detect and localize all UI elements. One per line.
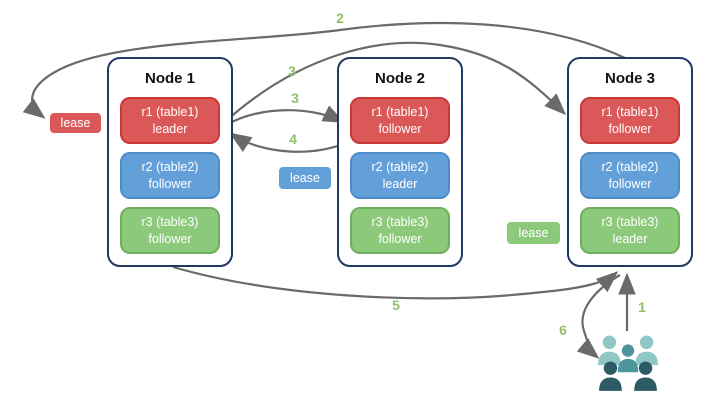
step-label-1: 1 xyxy=(638,299,646,315)
replica-name: r1 (table1) xyxy=(371,105,429,120)
step-label-3a: 3 xyxy=(288,63,296,79)
node2-replica-r2: r2 (table2) leader xyxy=(350,152,450,199)
node-1-title: Node 1 xyxy=(144,70,195,87)
replica-role: follower xyxy=(378,121,422,136)
replica-role: leader xyxy=(612,231,648,246)
lease-chip-r1: lease xyxy=(48,111,103,135)
replica-role: follower xyxy=(608,121,652,136)
replica-role: follower xyxy=(148,176,192,191)
node3-replica-r1: r1 (table1) follower xyxy=(580,97,680,144)
step-label-5: 5 xyxy=(392,297,400,313)
replica-role: follower xyxy=(608,176,652,191)
arrow-step5-node1-to-node3 xyxy=(172,265,619,300)
step-label-6: 6 xyxy=(559,322,567,338)
replica-role: follower xyxy=(148,231,192,246)
node-2: Node 2 r1 (table1) follower r2 (table2) … xyxy=(337,57,463,267)
node2-replica-r1: r1 (table1) follower xyxy=(350,97,450,144)
step-label-2: 2 xyxy=(336,10,344,26)
users-group-icon xyxy=(598,335,658,391)
replica-name: r3 (table3) xyxy=(141,215,199,230)
replica-role: leader xyxy=(382,176,418,191)
arrow-step3-node1-to-node2 xyxy=(225,105,345,126)
node-2-title: Node 2 xyxy=(374,70,425,87)
replica-name: r1 (table1) xyxy=(141,105,199,120)
replica-role: leader xyxy=(152,121,188,136)
node1-replica-r1: r1 (table1) leader xyxy=(120,97,220,144)
node3-replica-r2: r2 (table2) follower xyxy=(580,152,680,199)
lease-chip-r2: lease xyxy=(277,165,333,191)
replica-name: r2 (table2) xyxy=(601,160,659,175)
lease-chip-r3: lease xyxy=(505,220,562,246)
replica-name: r2 (table2) xyxy=(141,160,199,175)
node1-replica-r3: r3 (table3) follower xyxy=(120,207,220,254)
replica-name: r2 (table2) xyxy=(371,160,429,175)
step-label-3b: 3 xyxy=(291,90,299,106)
replica-name: r3 (table3) xyxy=(371,215,429,230)
node-1: Node 1 r1 (table1) leader r2 (table2) fo… xyxy=(107,57,233,267)
node-3: Node 3 r1 (table1) follower r2 (table2) … xyxy=(567,57,693,267)
replica-name: r1 (table1) xyxy=(601,105,659,120)
node3-replica-r3: r3 (table3) leader xyxy=(580,207,680,254)
arrow-step6-node3-to-clients xyxy=(576,274,621,359)
replica-name: r3 (table3) xyxy=(601,215,659,230)
node2-replica-r3: r3 (table3) follower xyxy=(350,207,450,254)
replica-role: follower xyxy=(378,231,422,246)
node1-replica-r2: r2 (table2) follower xyxy=(120,152,220,199)
node-3-title: Node 3 xyxy=(604,70,655,87)
step-label-4: 4 xyxy=(289,131,297,147)
